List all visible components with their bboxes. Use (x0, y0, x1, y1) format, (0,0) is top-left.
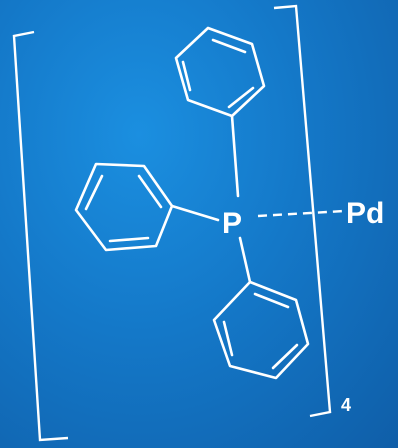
left-bracket (12, 30, 69, 442)
top-phenyl-ring (174, 26, 266, 118)
palladium-atom: Pd (346, 197, 384, 230)
left-phenyl-ring (74, 162, 174, 252)
p-pd-coordination-bond (257, 209, 345, 218)
bottom-phenyl-ring (212, 280, 310, 380)
subscript-count: 4 (341, 395, 351, 415)
bond-p-top (230, 114, 240, 198)
right-bracket (273, 4, 332, 418)
bond-p-bottom (238, 236, 252, 284)
phosphorus-atom: P (222, 207, 242, 240)
bond-p-left (170, 204, 220, 222)
